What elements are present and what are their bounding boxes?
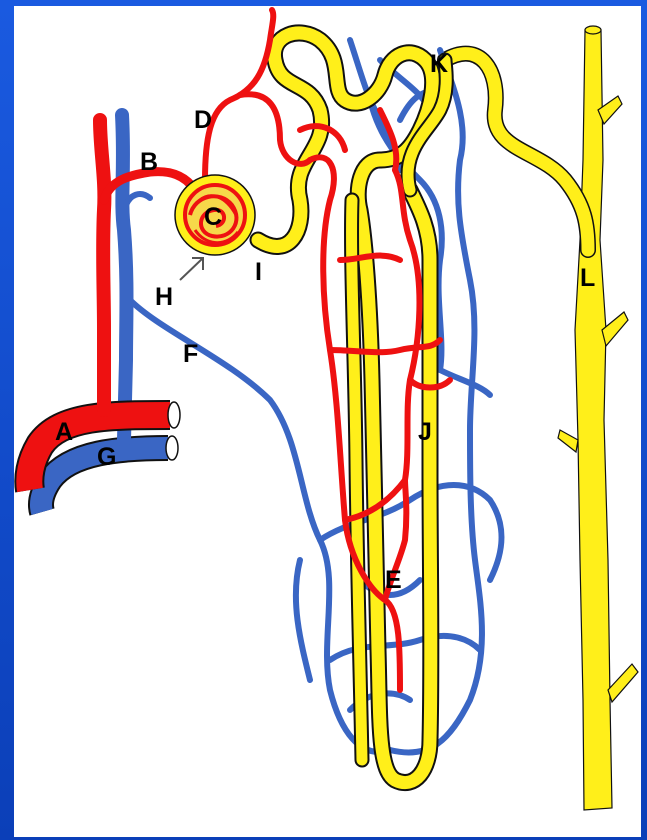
label-J: J xyxy=(418,418,432,446)
label-L: L xyxy=(580,264,595,292)
interlobular-vein xyxy=(122,115,127,440)
label-K: K xyxy=(430,50,448,78)
collecting-duct xyxy=(558,26,638,810)
label-C: C xyxy=(204,203,222,231)
arrow-icon xyxy=(180,258,203,280)
label-I: I xyxy=(255,258,262,286)
label-A: A xyxy=(55,418,73,446)
label-F: F xyxy=(183,340,198,368)
nephron-tubule xyxy=(258,33,446,783)
label-G: G xyxy=(97,443,116,471)
label-E: E xyxy=(385,566,402,594)
label-H: H xyxy=(155,283,173,311)
venule-F-branch xyxy=(126,194,150,205)
label-B: B xyxy=(140,148,158,176)
interlobular-artery xyxy=(100,120,104,410)
label-D: D xyxy=(194,106,212,134)
